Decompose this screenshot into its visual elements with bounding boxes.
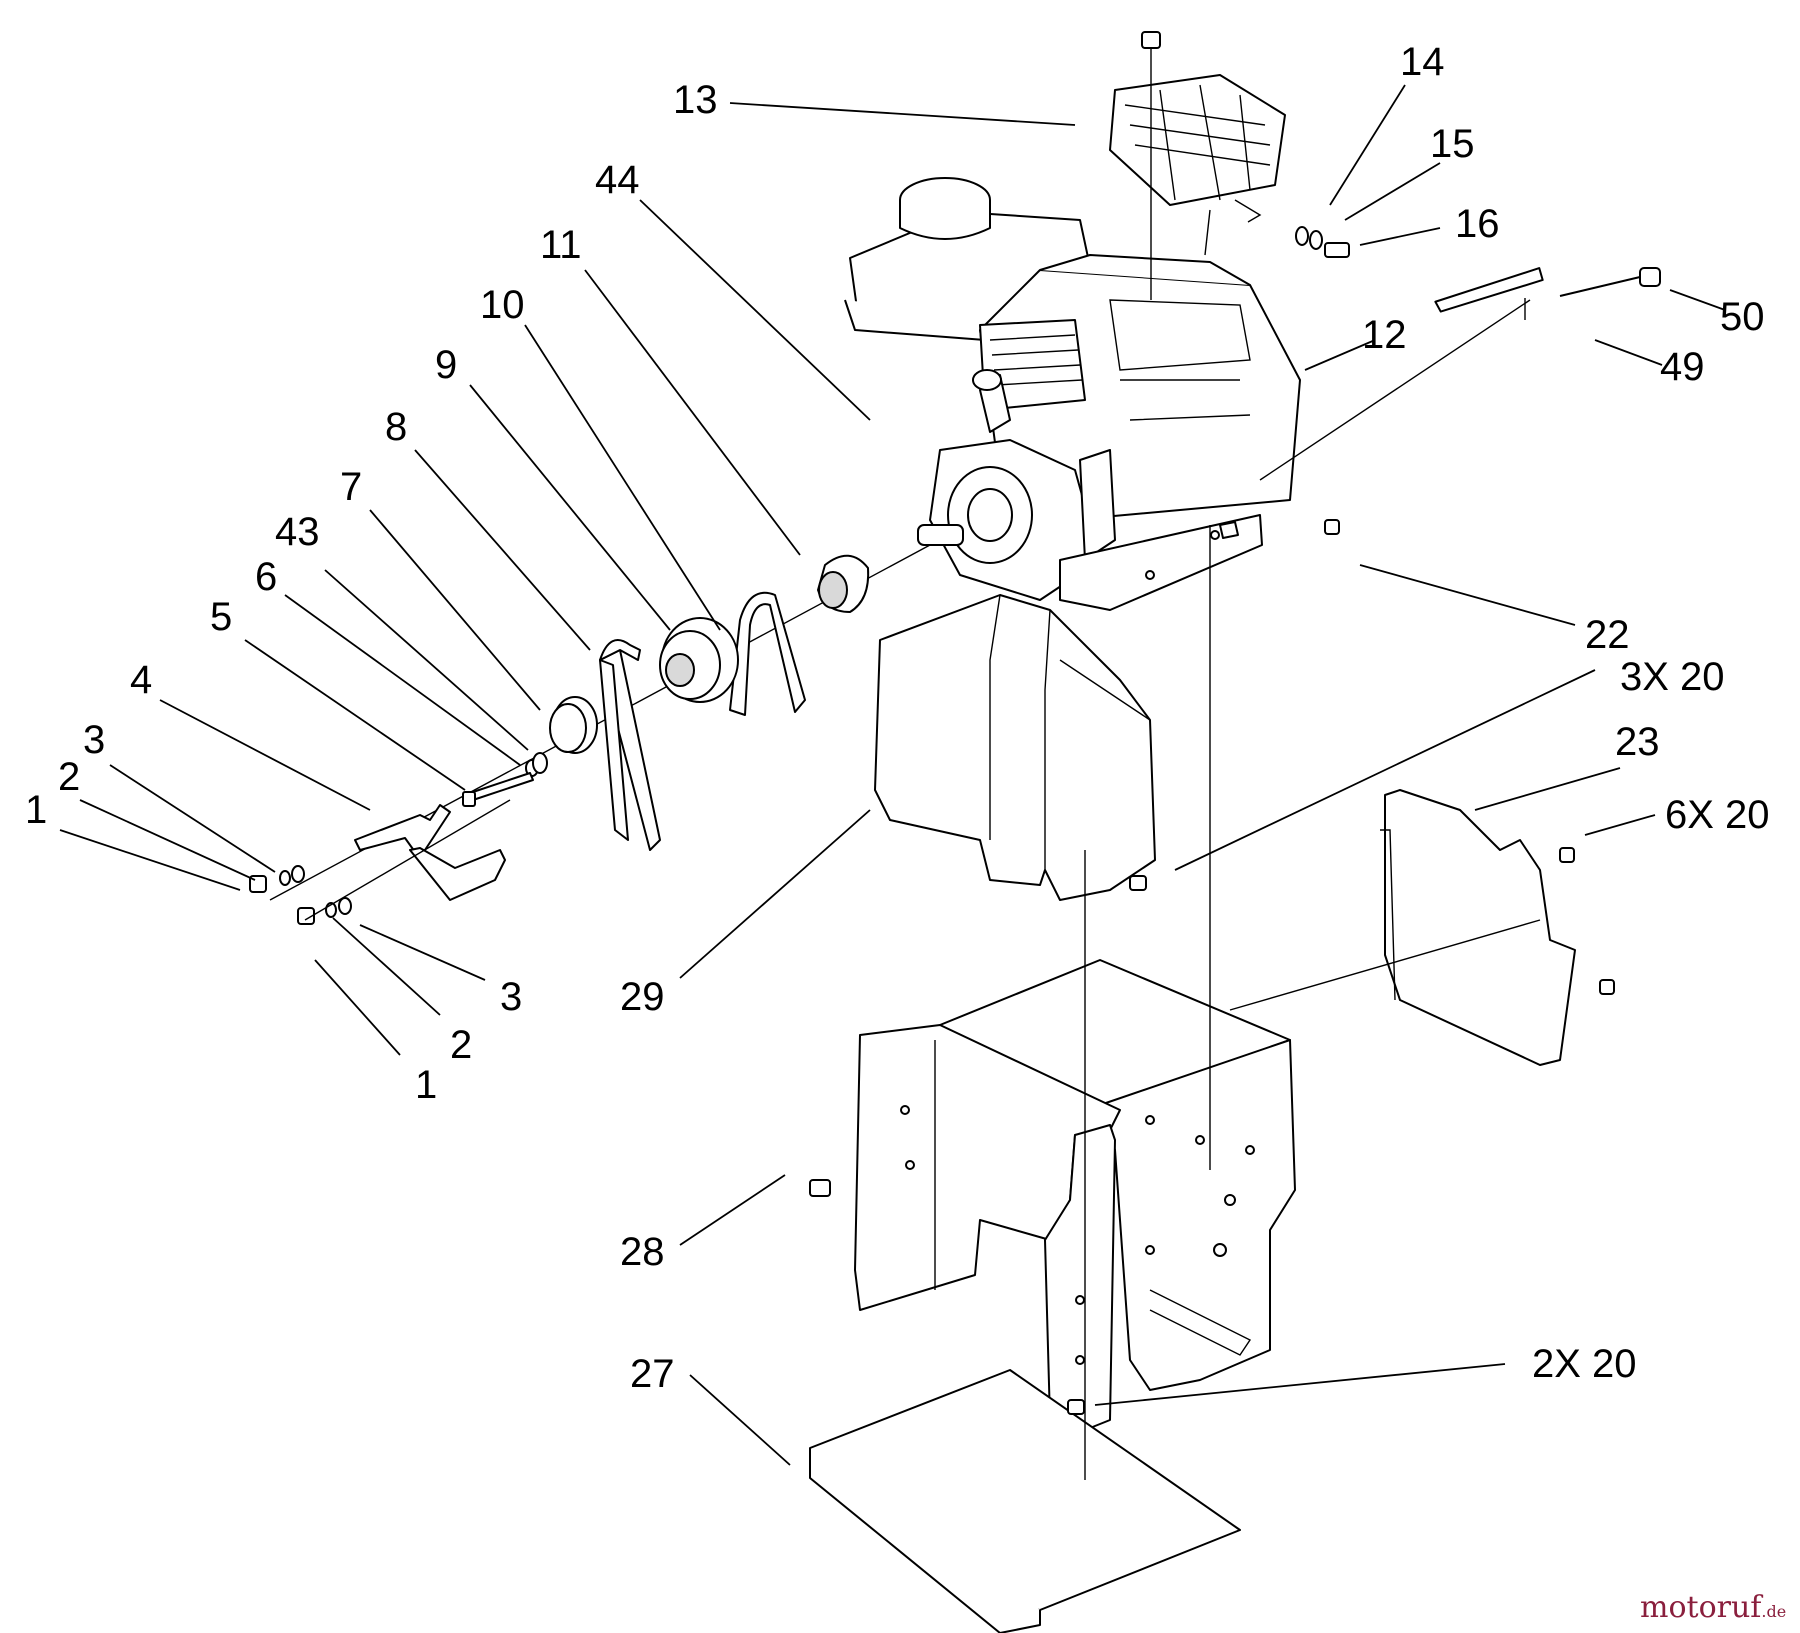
callout-15: 15 bbox=[1430, 122, 1475, 166]
callout-23: 23 bbox=[1615, 720, 1660, 764]
callout-1-left: 1 bbox=[25, 788, 47, 832]
callout-22: 22 bbox=[1585, 613, 1630, 657]
callout-labels: 13 14 15 16 44 11 10 9 8 7 43 6 5 4 3 2 … bbox=[25, 40, 1770, 1396]
callout-3-right: 3 bbox=[500, 975, 522, 1019]
callout-12: 12 bbox=[1362, 313, 1407, 357]
callout-3-left: 3 bbox=[83, 718, 105, 762]
callout-2-left: 2 bbox=[58, 755, 80, 799]
callout-44: 44 bbox=[595, 158, 640, 202]
callout-4: 4 bbox=[130, 658, 152, 702]
throttle-rod bbox=[1219, 267, 1661, 539]
callout-2x20: 2X 20 bbox=[1532, 1342, 1637, 1386]
callout-2-right: 2 bbox=[450, 1023, 472, 1067]
callout-5: 5 bbox=[210, 595, 232, 639]
belt-cover bbox=[874, 594, 1156, 901]
callout-7: 7 bbox=[340, 465, 362, 509]
callout-50: 50 bbox=[1720, 295, 1765, 339]
frame-assembly bbox=[809, 519, 1615, 1633]
callout-8: 8 bbox=[385, 405, 407, 449]
guard-assembly bbox=[1109, 31, 1350, 300]
leader-lines bbox=[59, 84, 1726, 1466]
callout-1-right: 1 bbox=[415, 1063, 437, 1107]
callout-14: 14 bbox=[1400, 40, 1445, 84]
watermark-text: motoruf.de bbox=[1640, 1590, 1786, 1625]
callout-43: 43 bbox=[275, 510, 320, 554]
callout-6x20: 6X 20 bbox=[1665, 793, 1770, 837]
callout-13: 13 bbox=[673, 78, 718, 122]
callout-10: 10 bbox=[480, 283, 525, 327]
callout-16: 16 bbox=[1455, 202, 1500, 246]
callout-3x20: 3X 20 bbox=[1620, 655, 1725, 699]
callout-6: 6 bbox=[255, 555, 277, 599]
engine-assembly bbox=[844, 177, 1301, 611]
callout-11: 11 bbox=[540, 223, 582, 267]
callout-28: 28 bbox=[620, 1230, 665, 1274]
callout-27: 27 bbox=[630, 1352, 675, 1396]
callout-29: 29 bbox=[620, 975, 665, 1019]
callout-9: 9 bbox=[435, 343, 457, 387]
watermark: motoruf.de bbox=[1640, 1590, 1786, 1625]
drive-components bbox=[249, 544, 931, 925]
callout-49: 49 bbox=[1660, 345, 1705, 389]
